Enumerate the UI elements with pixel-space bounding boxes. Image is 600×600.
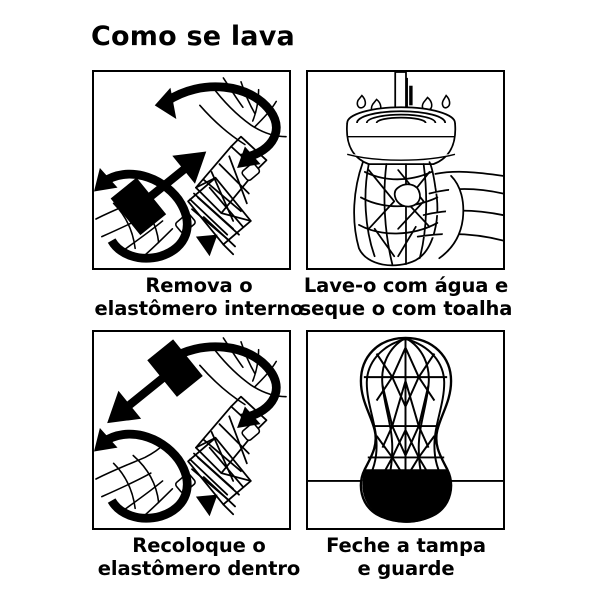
cup-base-fill xyxy=(362,469,451,523)
insert-arrow-icon xyxy=(107,339,203,424)
panel-caption-4: Feche a tampa e guarde xyxy=(281,534,531,580)
elastomer-sleeve xyxy=(353,161,439,267)
caption-line-1: Feche a tampa xyxy=(326,534,486,557)
panel-caption-2: Lave-o com água e seque o com toalha xyxy=(281,274,531,320)
page-title: Como se lava xyxy=(91,21,295,52)
rotation-arrow-upper xyxy=(164,342,281,423)
rotation-arrow-upper xyxy=(164,82,281,163)
illustration-panel-3 xyxy=(92,330,291,530)
panel-caption-1: Remova o elastômero interno xyxy=(74,274,324,320)
caption-line-2: elastômero interno xyxy=(94,297,304,320)
hand xyxy=(393,170,503,260)
lift-arrow-icon xyxy=(110,151,207,236)
caption-line-2: elastômero dentro xyxy=(97,557,301,580)
hands-reinserting-elastomer-sleeve-drawing xyxy=(94,337,287,523)
caption-line-1: Lave-o com água e xyxy=(303,274,509,297)
hands-removing-elastomer-sleeve-drawing xyxy=(94,77,287,263)
illustration-panel-4 xyxy=(306,330,505,530)
illustration-panel-1 xyxy=(92,70,291,270)
panel-caption-3: Recoloque o elastômero dentro xyxy=(74,534,324,580)
rotation-arrow-lower xyxy=(101,169,192,263)
caption-line-2: e guarde xyxy=(357,557,455,580)
closed-cup-standing-on-surface-drawing xyxy=(308,336,503,523)
illustration-panel-2 xyxy=(306,70,505,270)
hand-washing-sleeve-under-water-drawing xyxy=(346,72,503,267)
rotation-arrow-lower xyxy=(101,429,192,523)
caption-line-1: Recoloque o xyxy=(132,534,266,557)
caption-line-1: Remova o xyxy=(145,274,253,297)
caption-line-2: seque o com toalha xyxy=(299,297,513,320)
